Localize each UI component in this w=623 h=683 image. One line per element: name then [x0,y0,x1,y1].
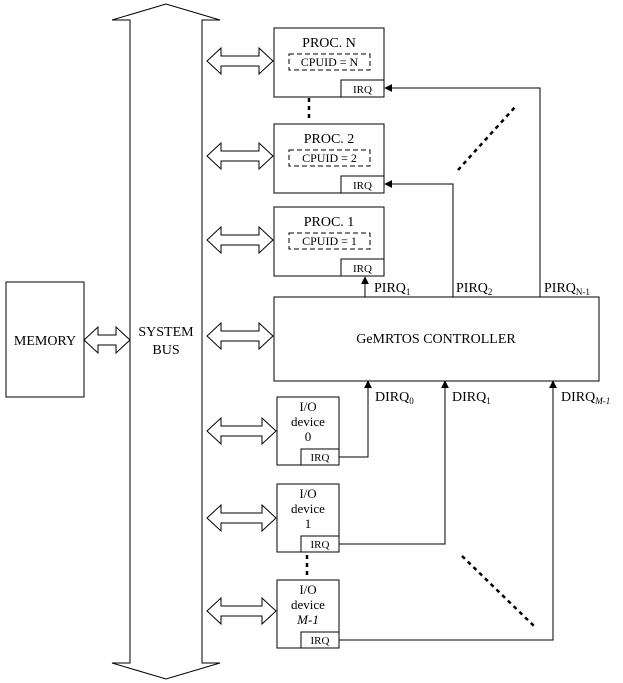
irq-label: IRQ [353,84,372,96]
irq-label: IRQ [311,635,330,647]
controller-label: GeMRTOS CONTROLLER [356,332,516,347]
io-device-1: I/O device 1 IRQ [276,483,340,553]
io-line2: device [291,414,325,429]
bus-io-1-arrow [206,503,277,533]
processor-title: PROC. 2 [304,132,355,147]
processor-n: PROC. N CPUID = N IRQ [273,27,385,98]
io-diagonal-ellipsis [461,555,535,627]
dirq1-label: DIRQ1 [452,390,491,406]
memory-label: MEMORY [14,334,76,349]
dirqm-line [339,380,557,641]
dirq0-line [339,380,372,458]
pirqn-line [384,84,541,297]
irq-label: IRQ [353,180,372,192]
io-line3: 0 [305,429,312,444]
pirq1-label: PIRQ1 [374,281,410,297]
processor-title: PROC. N [302,36,356,51]
io-line1: I/O [299,486,316,501]
pirq2-label: PIRQ2 [456,281,492,297]
dirq1-line [339,380,449,545]
io-line2: device [291,597,325,612]
irq-label: IRQ [353,263,372,275]
io-line3: 1 [305,516,312,531]
cpuid-label: CPUID = N [301,55,359,69]
bus-proc-n-arrow [206,46,274,76]
io-line1: I/O [299,399,316,414]
memory-bus-arrow [83,325,131,355]
io-line3: M-1 [296,612,319,627]
cpuid-label: CPUID = 1 [302,234,357,248]
pirqn-label: PIRQN-1 [544,281,590,297]
io-device-0: I/O device 0 IRQ [276,396,340,466]
irq-label: IRQ [311,539,330,551]
bus-proc-2-arrow [206,141,274,171]
processor-title: PROC. 1 [304,215,355,230]
memory-block: MEMORY [5,281,85,398]
bus-io-0-arrow [206,416,277,446]
dirq0-label: DIRQ0 [375,390,414,406]
dirqm-label: DIRQM-1 [561,390,610,406]
io-line1: I/O [299,582,316,597]
irq-label: IRQ [311,452,330,464]
bus-io-m-arrow [206,596,277,626]
processor-2: PROC. 2 CPUID = 2 IRQ [273,123,385,194]
bus-controller-arrow [206,321,274,351]
pirq2-line [384,180,454,297]
bus-label-line2: BUS [152,343,179,358]
io-line2: device [291,501,325,516]
processor-diagonal-ellipsis [457,105,517,171]
bus-proc-1-arrow [206,225,274,255]
io-device-m-1: I/O device M-1 IRQ [276,579,340,649]
bus-label-line1: SYSTEM [138,325,194,340]
gemrtos-controller: GeMRTOS CONTROLLER [273,296,600,382]
processor-1: PROC. 1 CPUID = 1 IRQ [273,206,385,277]
cpuid-label: CPUID = 2 [302,151,357,165]
system-bus: SYSTEM BUS [111,3,221,680]
